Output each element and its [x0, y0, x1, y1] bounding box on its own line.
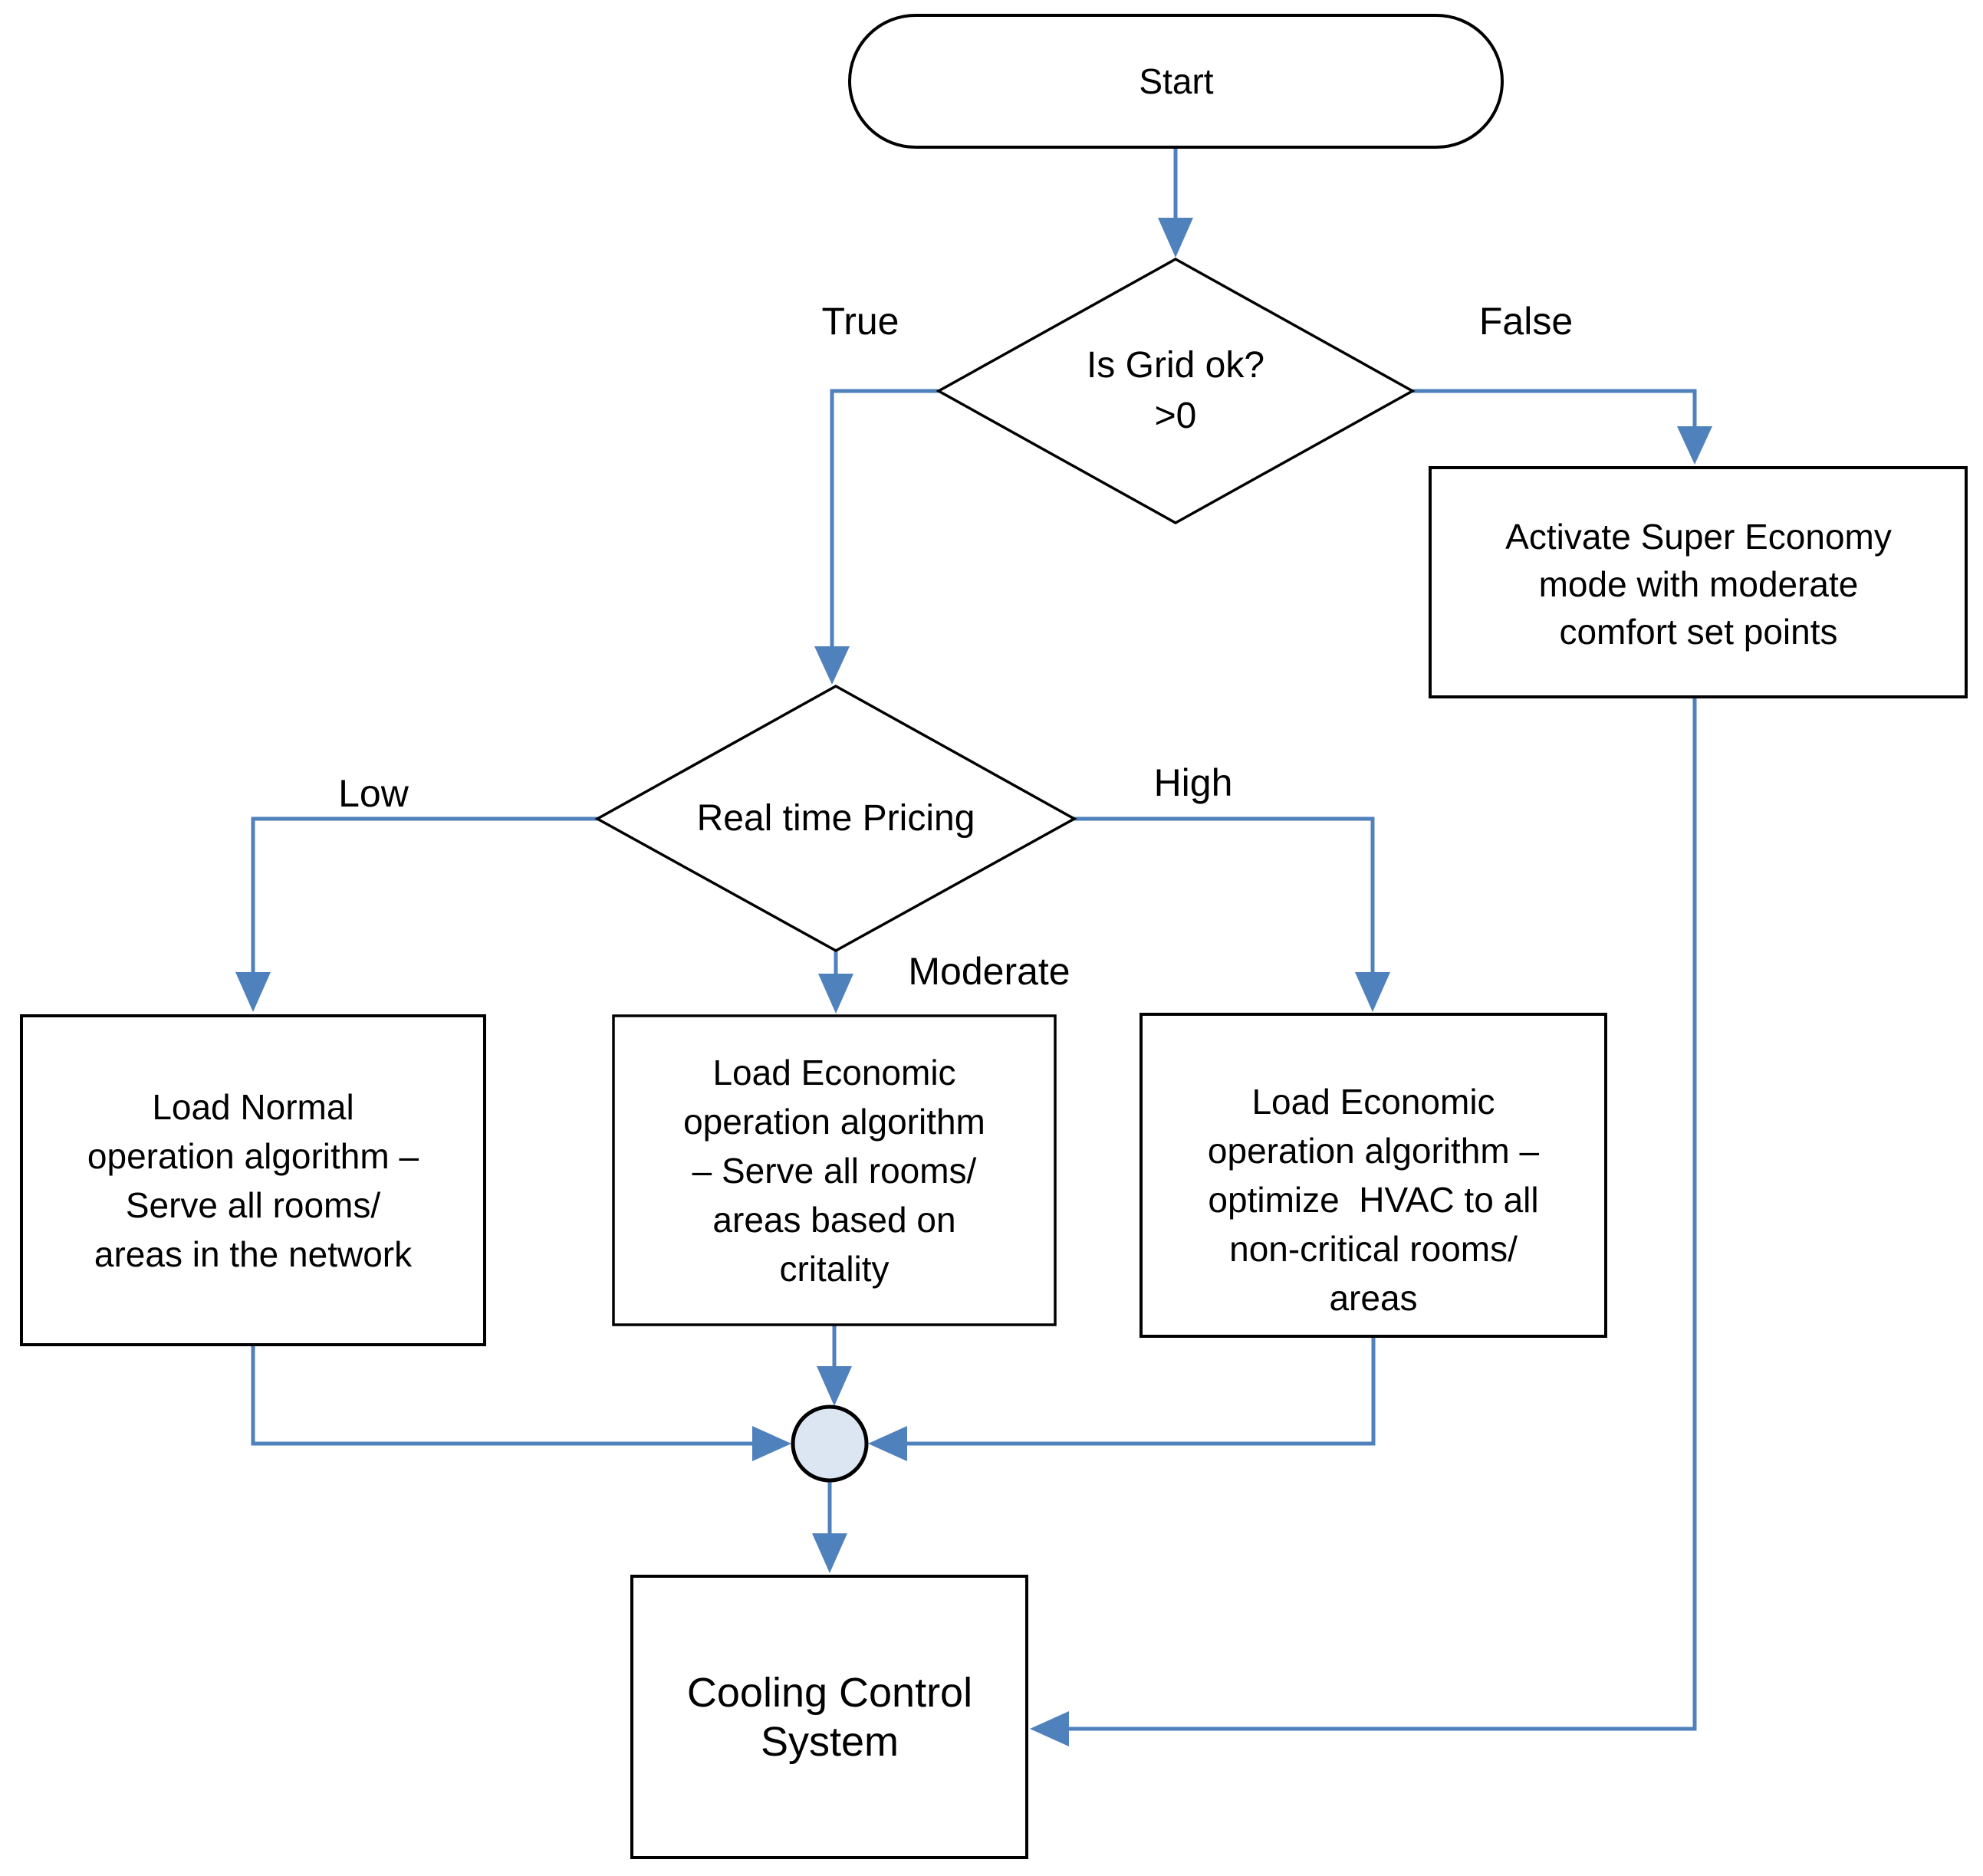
activate-super-economy-box [1429, 466, 1968, 698]
edge-label-false: False [1478, 300, 1574, 343]
grid-decision-label: Is Grid ok? >0 [1086, 345, 1265, 436]
connector-high-branch [1074, 816, 1390, 1012]
edge-label-high: High [1153, 761, 1233, 804]
arrowhead-right-icon [752, 1426, 791, 1461]
cooling-control-box [630, 1575, 1028, 1859]
edge-label-true: True [821, 300, 899, 343]
start-label: Start [1139, 61, 1214, 101]
connector-moderate-branch [818, 951, 853, 1014]
load-normal-label: Load Normal operation algorithm – Serve … [87, 1087, 419, 1274]
start-terminator-shape [848, 14, 1504, 149]
arrowhead-down-icon [817, 1366, 852, 1406]
connector-low-branch [235, 816, 597, 1012]
arrowhead-down-icon [818, 974, 853, 1014]
activate-super-economy-label: Activate Super Economy mode with moderat… [1505, 517, 1892, 652]
real-time-pricing-label: Real time Pricing [696, 798, 975, 839]
connector-activate-to-cooling [1030, 697, 1697, 1746]
grid-decision-diamond [936, 257, 1416, 525]
arrowhead-left-icon [868, 1426, 907, 1461]
load-economic-noncritical-label: Load Economic operation algorithm – opti… [1207, 1082, 1540, 1318]
connector-load-economic-criticality-to-merge [817, 1325, 852, 1406]
arrowhead-down-icon [1355, 972, 1390, 1012]
connector-load-normal-to-merge [251, 1345, 791, 1461]
load-economic-criticality-box [612, 1014, 1057, 1326]
merge-connector-circle [791, 1405, 869, 1483]
load-normal-box [20, 1014, 486, 1346]
edge-label-moderate: Moderate [908, 950, 1070, 993]
connector-true-branch [814, 389, 939, 685]
connector-false-branch [1412, 389, 1712, 465]
arrowhead-down-icon [1677, 426, 1712, 465]
connector-start-to-grid-decision [1158, 147, 1193, 258]
edge-label-low: Low [338, 772, 409, 815]
arrowhead-left-icon [1030, 1711, 1069, 1746]
load-economic-noncritical-box [1139, 1013, 1607, 1338]
real-time-pricing-diamond [594, 684, 1077, 952]
arrowhead-down-icon [1158, 218, 1193, 258]
arrowhead-down-icon [235, 972, 271, 1012]
connector-load-economic-noncritical-to-merge [868, 1336, 1376, 1461]
connector-merge-to-cooling [812, 1480, 847, 1573]
arrowhead-down-icon [812, 1533, 847, 1573]
arrowhead-down-icon [814, 646, 850, 685]
cooling-control-label: Cooling Control System [686, 1670, 973, 1765]
load-economic-criticality-label: Load Economic operation algorithm – Serv… [683, 1053, 985, 1289]
